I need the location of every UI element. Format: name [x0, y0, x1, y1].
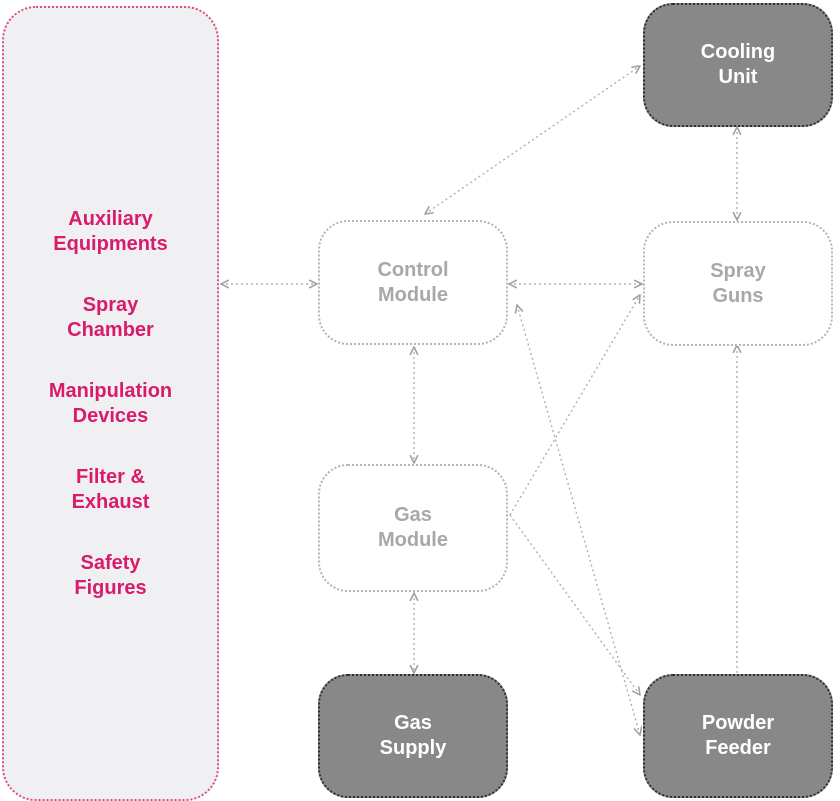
node-powder-feeder: Powder Feeder [643, 674, 833, 798]
auxiliary-panel: Auxiliary Equipments Spray Chamber Manip… [2, 6, 219, 801]
link-gas-module-powder [509, 514, 640, 695]
node-cooling-unit-label: Cooling Unit [700, 41, 776, 88]
link-control-cooling [425, 66, 640, 214]
node-powder-feeder-label: Powder Feeder [701, 712, 775, 759]
node-gas-supply: Gas Supply [318, 674, 508, 798]
node-control-module-label: Control Module [377, 258, 449, 306]
node-gas-module: Gas Module [318, 464, 508, 592]
node-spray-guns: Spray Guns [643, 221, 833, 346]
panel-item-spray-chamber: Spray Chamber [67, 293, 154, 341]
panel-item-filter-exhaust: Filter & Exhaust [71, 465, 150, 513]
node-control-module: Control Module [318, 220, 508, 345]
panel-item-manipulation-devices: Manipulation Devices [48, 379, 173, 427]
link-gas-module-spray [509, 295, 640, 516]
panel-item-safety-figures: Safety Figures [74, 551, 147, 599]
panel-item-auxiliary-equipments: Auxiliary Equipments [53, 207, 168, 255]
node-gas-module-label: Gas Module [378, 504, 448, 551]
node-gas-supply-label: Gas Supply [379, 712, 447, 759]
node-spray-guns-label: Spray Guns [710, 259, 766, 307]
node-cooling-unit: Cooling Unit [643, 3, 833, 127]
